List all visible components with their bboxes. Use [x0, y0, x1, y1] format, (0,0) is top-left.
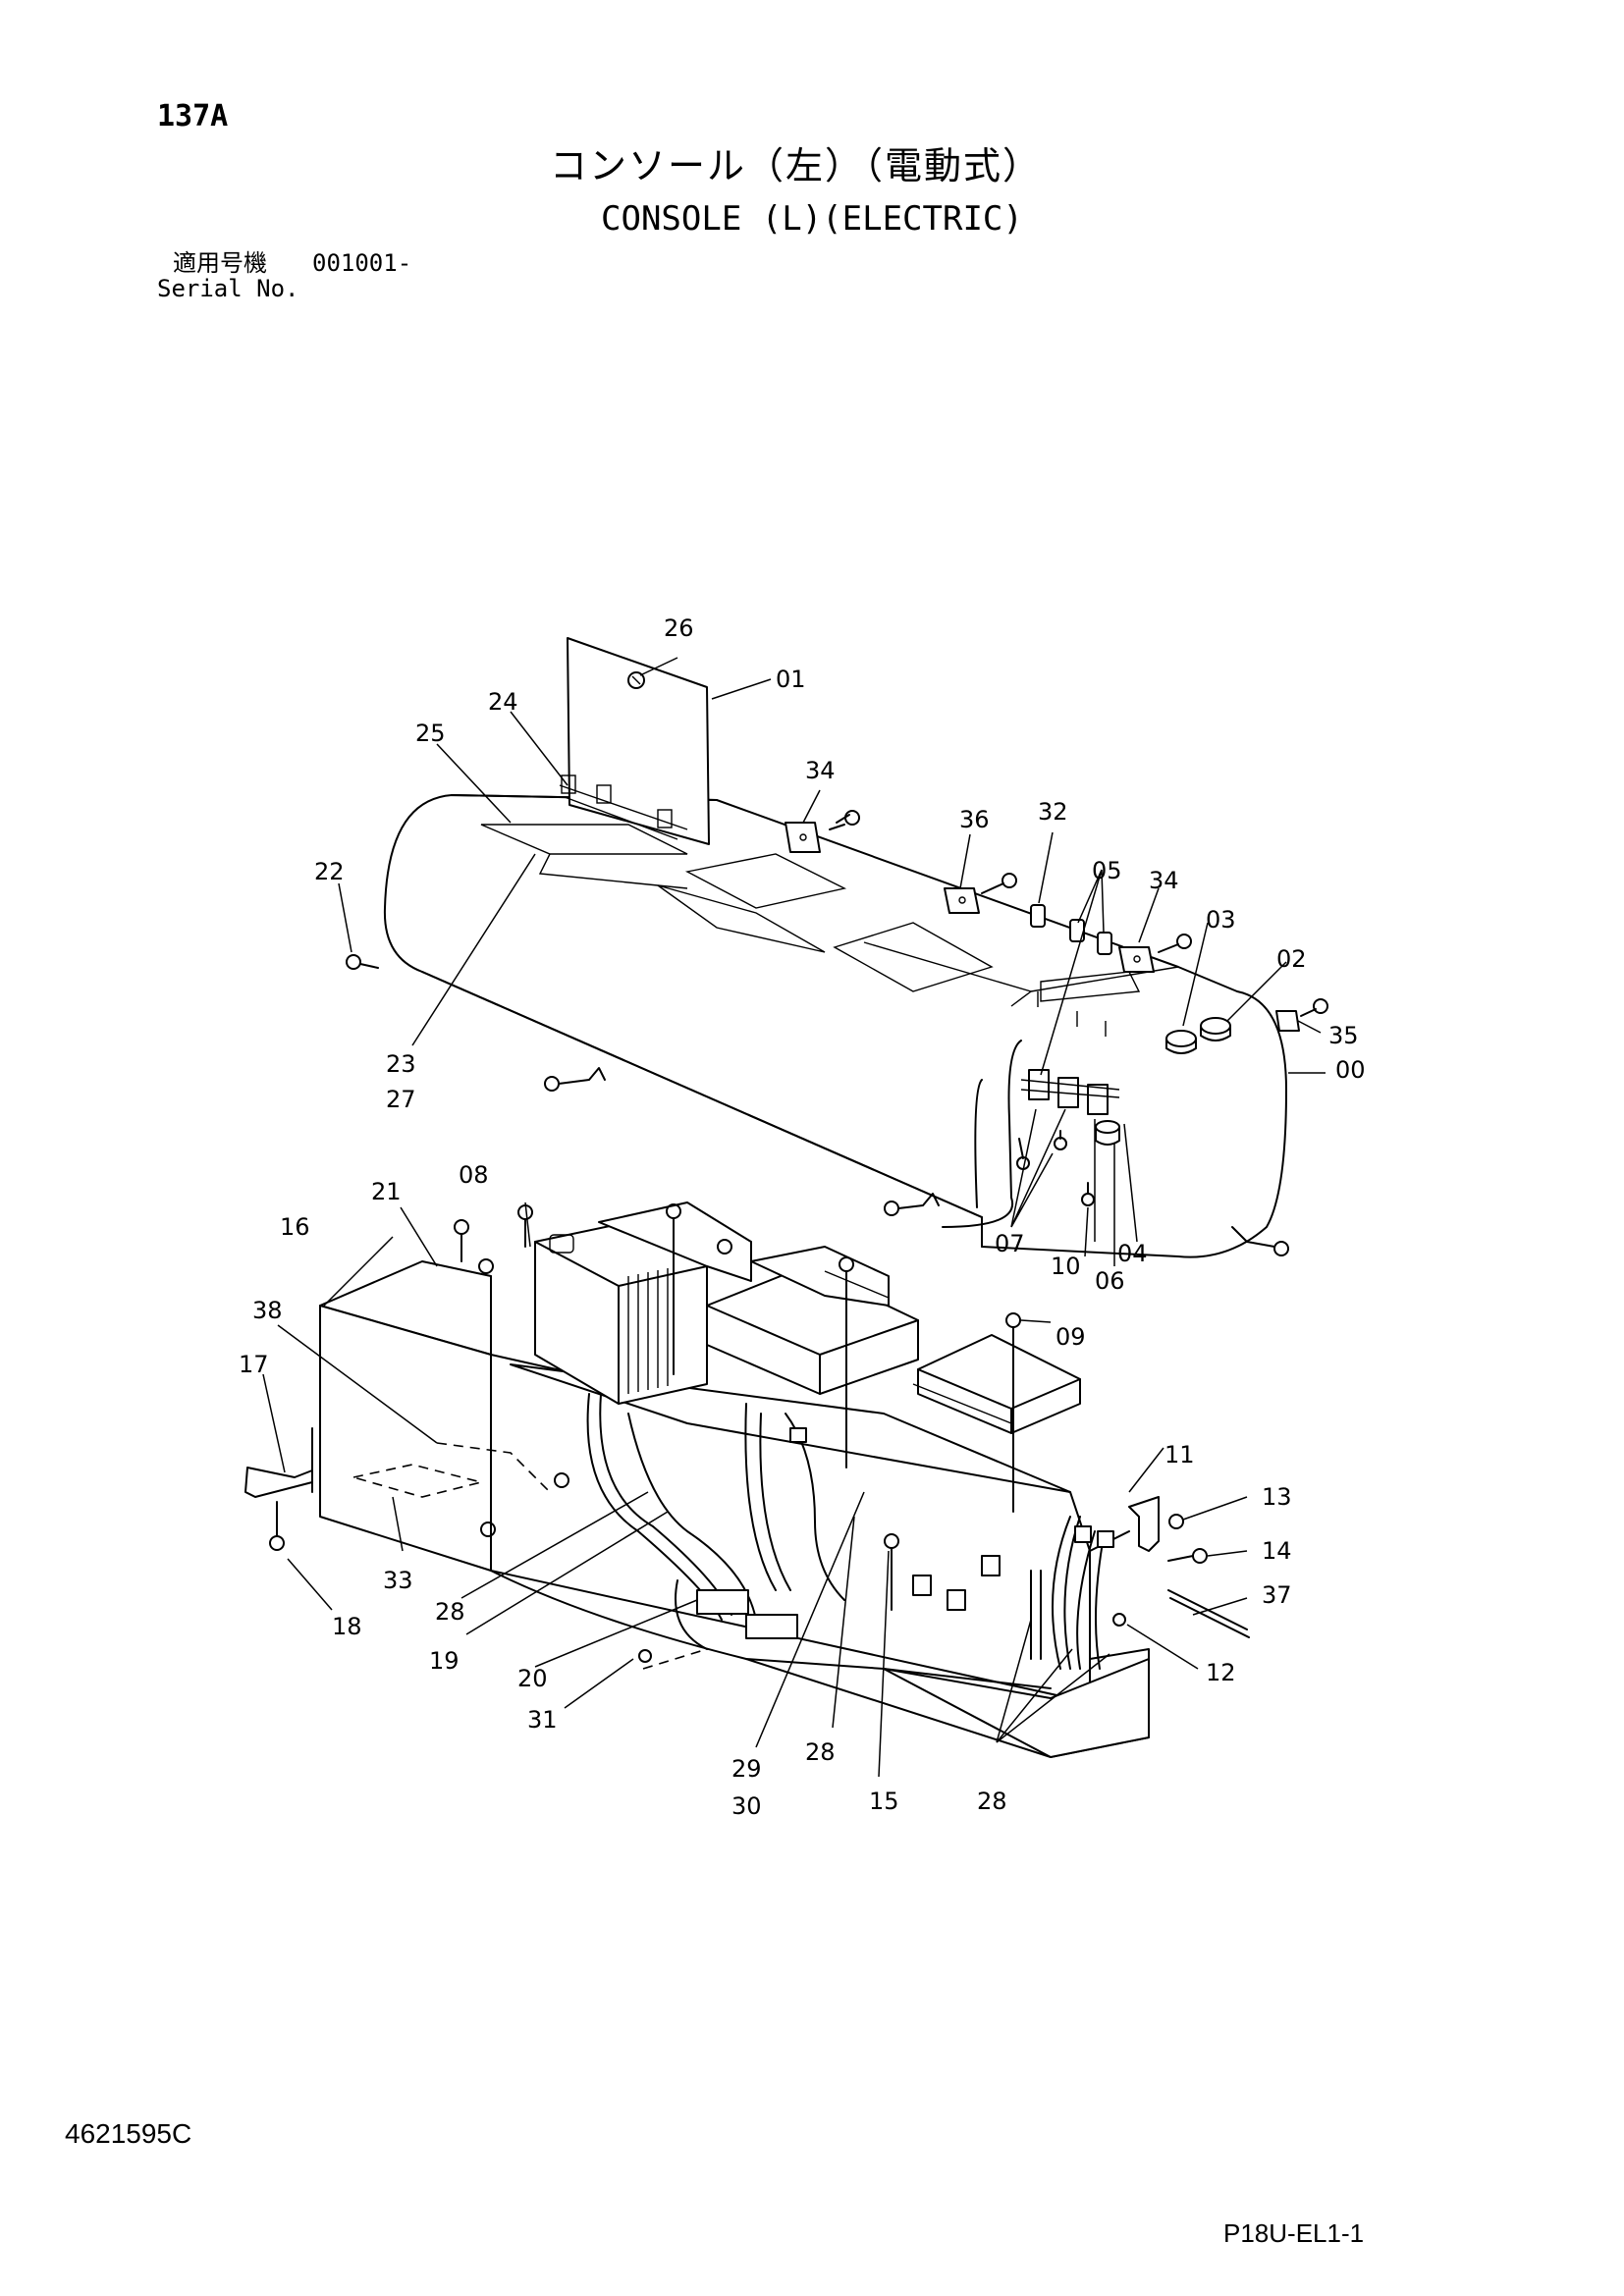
callout-21: 21	[371, 1178, 402, 1205]
callout-10: 10	[1051, 1253, 1081, 1280]
callout-28a: 28	[435, 1598, 465, 1626]
relay-modules	[598, 1201, 919, 1395]
callout-05: 05	[1092, 857, 1122, 884]
callout-29: 29	[731, 1755, 762, 1783]
serial-label-english: Serial No.	[157, 275, 299, 302]
callout-34b: 34	[1149, 867, 1179, 894]
callout-33: 33	[383, 1567, 413, 1594]
serial-label-japanese: 適用号機	[173, 249, 267, 277]
callout-28c: 28	[977, 1788, 1007, 1815]
title-japanese: コンソール（左）（電動式）	[550, 144, 1043, 187]
callout-labels: 00 01 02 03 04 05 06 07 08 09 10 11 12 1…	[239, 614, 1366, 1820]
callout-07: 07	[995, 1230, 1025, 1257]
callout-34a: 34	[805, 757, 836, 784]
callout-30: 30	[731, 1792, 762, 1820]
callout-16: 16	[280, 1213, 310, 1241]
wiring-harness	[586, 1393, 1114, 1670]
callout-15: 15	[869, 1788, 899, 1815]
callout-09: 09	[1056, 1323, 1086, 1351]
callout-38: 38	[252, 1297, 283, 1324]
callout-35: 35	[1328, 1022, 1359, 1049]
callout-02: 02	[1276, 945, 1307, 973]
callout-27: 27	[386, 1086, 416, 1113]
callout-13: 13	[1262, 1483, 1292, 1511]
callout-18: 18	[332, 1613, 362, 1640]
title-english: CONSOLE (L)(ELECTRIC)	[601, 199, 1023, 239]
callout-20: 20	[517, 1665, 548, 1692]
page-reference: P18U-EL1-1	[1223, 2218, 1365, 2248]
serial-value: 001001-	[312, 249, 412, 277]
cover-screws	[346, 954, 1289, 1256]
callout-32: 32	[1038, 798, 1068, 826]
callout-04: 04	[1117, 1240, 1148, 1267]
callout-37: 37	[1262, 1581, 1292, 1609]
callout-26: 26	[664, 614, 694, 642]
callout-11: 11	[1164, 1441, 1195, 1468]
document-number: 4621595C	[65, 2118, 192, 2149]
callout-14: 14	[1262, 1537, 1292, 1565]
callout-12: 12	[1206, 1659, 1236, 1686]
leader-lines	[262, 657, 1326, 1778]
callout-01: 01	[776, 666, 806, 693]
callout-28b: 28	[805, 1738, 836, 1766]
callout-36: 36	[959, 806, 990, 833]
console-cover	[383, 794, 1287, 1258]
plate-34-right	[1118, 934, 1192, 973]
page-code: 137A	[157, 99, 229, 133]
callout-19: 19	[429, 1647, 460, 1675]
callout-00: 00	[1335, 1056, 1366, 1084]
callout-08: 08	[459, 1161, 489, 1189]
callout-17: 17	[239, 1351, 269, 1378]
plate-36	[944, 873, 1017, 914]
plate-34-upper	[785, 810, 860, 853]
callout-22: 22	[314, 858, 345, 885]
cap-parts	[1165, 1017, 1231, 1054]
switch-assemblies	[942, 1040, 1120, 1228]
bracket-and-tie	[1112, 1496, 1250, 1638]
callout-03: 03	[1206, 906, 1236, 934]
base-bolts	[454, 1203, 1021, 1611]
relay-box	[912, 1334, 1081, 1434]
callout-24: 24	[488, 688, 518, 716]
plate-35	[1275, 998, 1328, 1032]
left-bracket	[244, 1427, 708, 1670]
callout-25: 25	[415, 720, 446, 747]
callout-06: 06	[1095, 1267, 1125, 1295]
callout-31: 31	[527, 1706, 558, 1734]
lid-panel	[559, 637, 710, 845]
callout-23: 23	[386, 1050, 416, 1078]
